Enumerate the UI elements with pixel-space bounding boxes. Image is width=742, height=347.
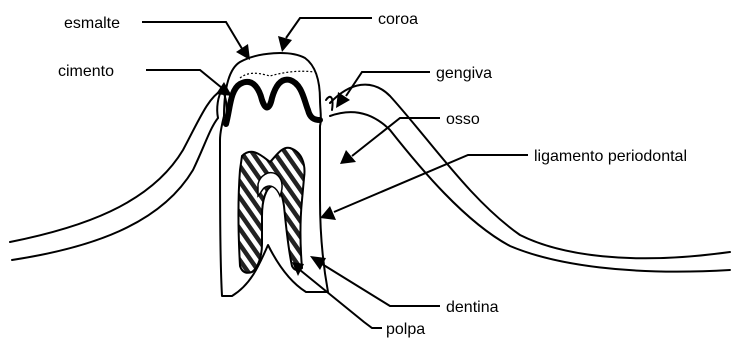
pulp-cavity — [239, 148, 305, 273]
label-esmalte: esmalte — [64, 15, 120, 32]
arrow-ligamento — [320, 206, 336, 220]
leader-gengiva — [346, 72, 430, 96]
label-osso: osso — [446, 111, 480, 128]
leader-esmalte — [142, 22, 244, 52]
leader-cimento — [146, 70, 222, 88]
label-dentina: dentina — [446, 299, 499, 316]
gum-line-right-outer — [330, 85, 730, 259]
label-coroa: coroa — [378, 11, 418, 28]
gum-bone-contours — [10, 85, 730, 272]
leader-polpa — [300, 270, 382, 328]
cementum-wavy-line — [226, 80, 320, 124]
leader-ligamento — [334, 155, 528, 212]
gum-line-left-outer — [10, 90, 222, 242]
label-ligamento-periodontal: ligamento periodontal — [534, 148, 687, 165]
leader-coroa — [286, 18, 372, 38]
leader-dentina — [322, 264, 440, 306]
label-gengiva: gengiva — [436, 65, 492, 82]
enamel-dotted-line — [240, 71, 314, 78]
label-polpa: polpa — [386, 321, 425, 338]
gum-line-right-inner — [330, 112, 730, 272]
label-cimento: cimento — [58, 63, 114, 80]
arrow-coroa — [278, 36, 292, 52]
arrow-osso — [340, 150, 356, 164]
tooth — [220, 53, 328, 296]
labels: esmalte coroa cimento gengiva osso ligam… — [58, 11, 687, 338]
gum-line-left-inner — [12, 118, 218, 260]
arrow-esmalte — [236, 44, 250, 60]
